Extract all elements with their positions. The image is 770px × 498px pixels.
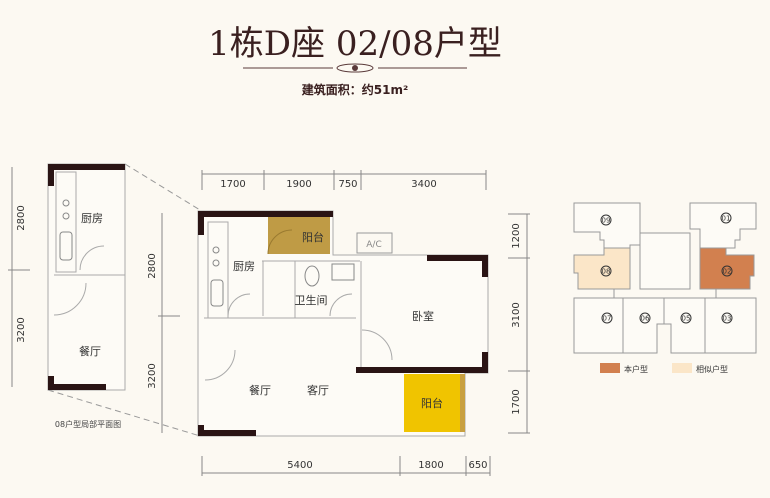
key-plan [573,202,757,354]
legend-label: 本户型 [624,364,648,374]
dimension-label: 750 [338,179,357,190]
dimension-label: 5400 [287,460,312,471]
unit-09 [573,202,641,249]
toilet-icon [304,265,320,287]
balcony-bottom [404,374,460,432]
dimension-label: 1700 [511,389,522,414]
room-label-balcony: 阳台 [421,396,443,410]
leader-line [47,389,201,437]
unit-01 [689,202,757,249]
room-label-kitchen: 厨房 [233,260,255,273]
dimension-label: 650 [468,460,487,471]
dimension-label: 3200 [147,363,158,388]
dimension-label: 1900 [286,179,311,190]
sink-icon [59,231,73,261]
unit-number: 02 [723,268,732,276]
kitchen-counter [55,171,77,273]
partial-plan-08: 厨房 餐厅 2800 3200 08户型局部平面图 [8,163,126,429]
unit-06 [622,297,665,354]
kitchen-counter [207,221,229,319]
key-plan-legend: 本户型 相似户型 [600,363,728,374]
unit-number: 08 [602,268,611,276]
unit-number: 05 [682,315,691,323]
unit-number: 07 [603,315,612,323]
legend-swatch-similar-type [672,363,692,373]
legend-swatch-this-type [600,363,620,373]
leader-line [124,163,201,211]
dimension-label: 3100 [511,302,522,327]
page-title: 1栋D座 02/08户型 [208,24,502,64]
dimension-label: 1200 [511,223,522,248]
dimension-label: 3400 [411,179,436,190]
washbasin-icon [331,263,355,281]
room-label-dining: 餐厅 [249,383,271,397]
ac-label: A/C [366,240,381,250]
dimension-label: 2800 [147,253,158,278]
room-label-dining: 餐厅 [79,344,101,358]
unit-05 [663,297,706,354]
unit-number: 06 [641,315,650,323]
unit-number: 03 [723,315,732,323]
unit-number: 09 [602,217,611,225]
ornament-divider [243,63,467,73]
dimension-label: 1800 [418,460,443,471]
room-label-bedroom: 卧室 [412,309,434,323]
door-swing [227,293,251,317]
dimension-lines [158,170,530,476]
stove-icon [62,199,70,207]
room-label-living: 客厅 [307,383,329,397]
unit-03 [704,297,757,354]
partial-plan-caption: 08户型局部平面图 [55,419,121,429]
stove-icon [212,246,220,254]
dimension-label: 1700 [220,179,245,190]
room-label-balcony: 阳台 [302,230,324,244]
main-floor-plan: A/C 阳台 厨房 卫生间 卧室 餐厅 客厅 阳台 1700 [147,170,530,476]
unit-02 [699,247,755,290]
unit-number: 01 [722,215,731,223]
ac-unit [356,232,393,254]
unit-07 [573,297,624,354]
legend-label: 相似户型 [696,364,728,374]
room-label-kitchen: 厨房 [81,212,103,225]
room-label-bathroom: 卫生间 [295,293,328,307]
dimension-label: 3200 [16,317,27,342]
area-label: 建筑面积：约51m² [301,82,408,97]
door-swing [79,245,105,271]
sink-icon [210,279,224,307]
dimension-label: 2800 [16,205,27,230]
core [639,232,691,290]
